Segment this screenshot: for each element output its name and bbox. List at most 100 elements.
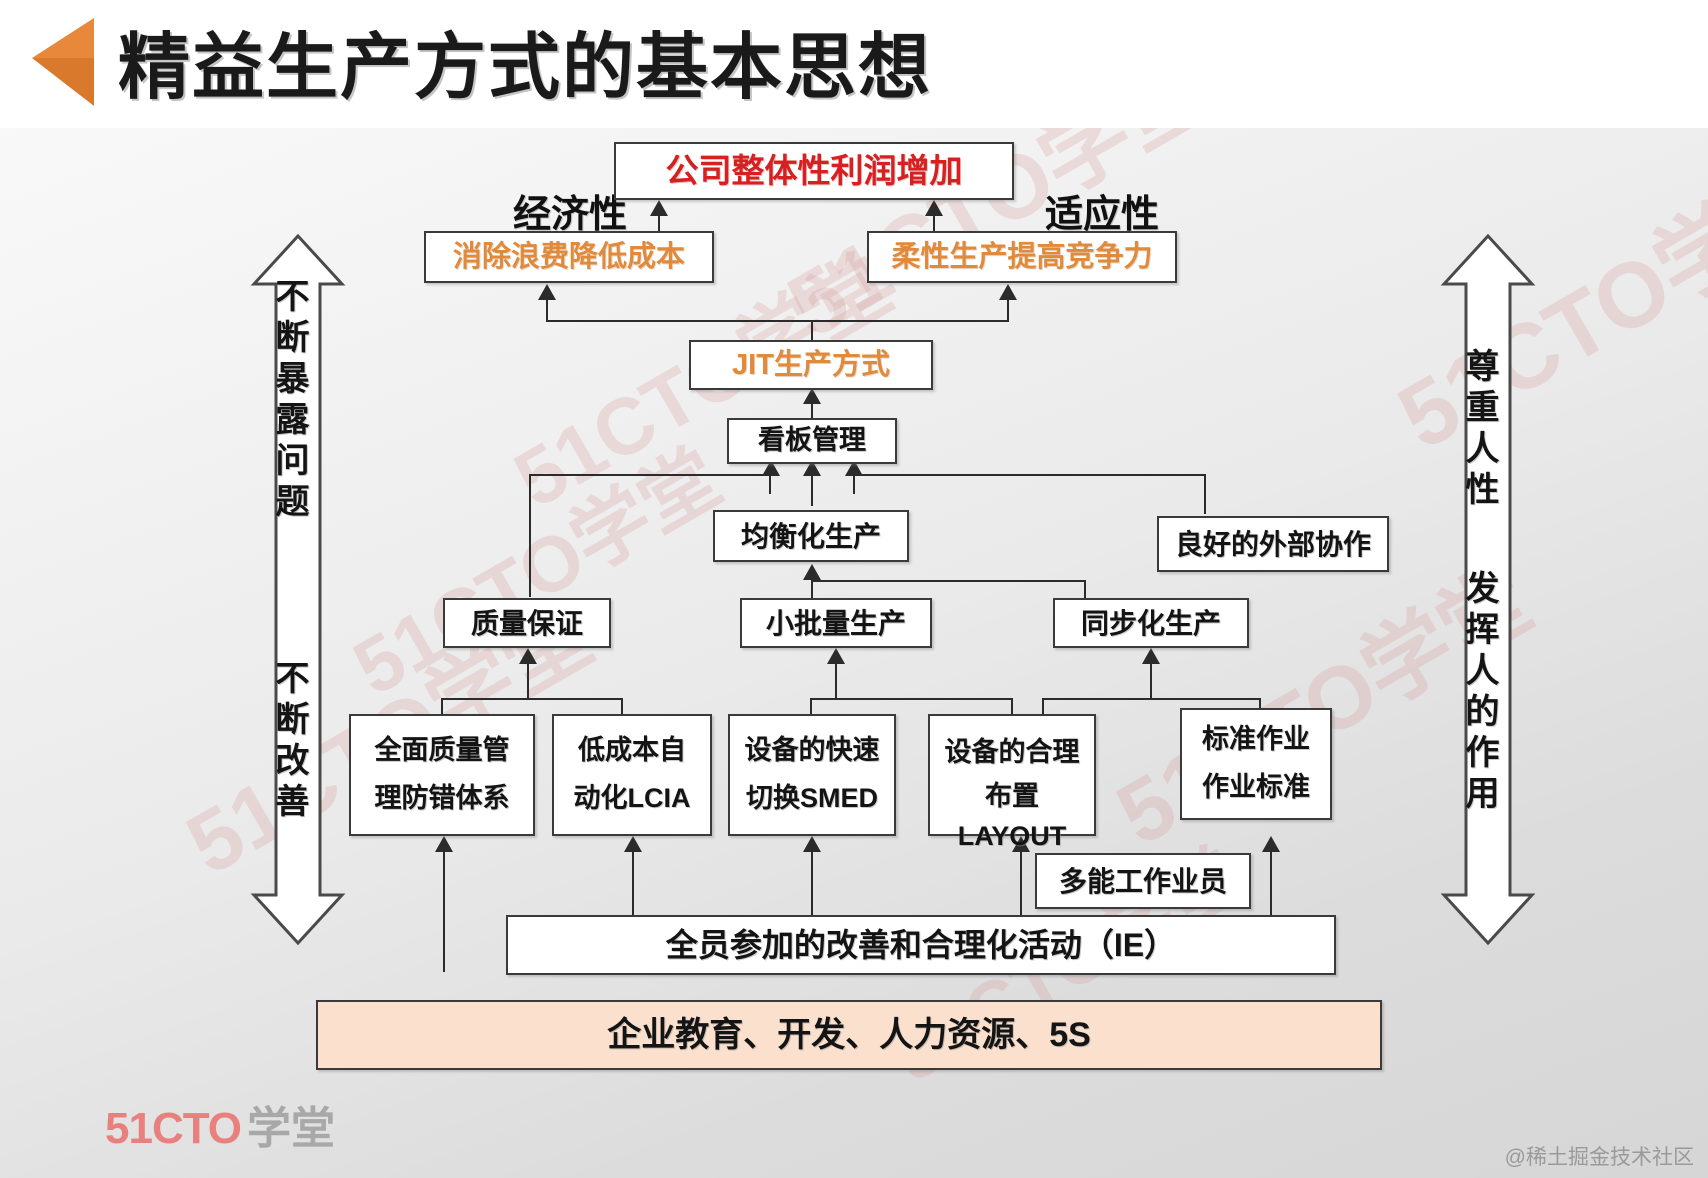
connector — [811, 474, 813, 506]
left-arrow-label-bottom: 不断改善 — [270, 660, 308, 824]
connector — [1259, 698, 1261, 714]
node-lcia[interactable]: 低成本自 动化LCIA — [552, 714, 712, 836]
connector — [811, 322, 813, 342]
connector-arrow — [519, 648, 537, 664]
node-synchronized[interactable]: 同步化生产 — [1053, 598, 1249, 648]
right-arrow-label-top: 尊重人性 — [1460, 348, 1498, 512]
node-tqm-label-line1: 全面质量管 — [374, 735, 510, 766]
brand-logo-word: 学堂 — [247, 1104, 336, 1153]
node-jit[interactable]: JIT生产方式 — [689, 340, 933, 390]
right-arrow-label-bottom: 发挥人的作用 — [1460, 570, 1498, 816]
connector-arrow — [803, 564, 821, 580]
node-small-lot-label: 小批量生产 — [765, 607, 906, 639]
node-std-label-line1: 标准作业 — [1202, 724, 1310, 755]
node-kanban[interactable]: 看板管理 — [727, 418, 897, 464]
node-lcia-label-line2: 动化LCIA — [573, 783, 691, 813]
connector — [811, 580, 813, 602]
node-waste-reduction[interactable]: 消除浪费降低成本 — [424, 231, 714, 283]
connector-arrow — [827, 648, 845, 664]
connector-arrow — [845, 460, 863, 476]
connector-arrow — [624, 836, 642, 852]
connector — [1042, 698, 1261, 700]
connector — [632, 850, 634, 927]
connector — [527, 664, 529, 700]
connector — [1011, 698, 1013, 714]
node-std-label-line2: 作业标准 — [1202, 772, 1310, 802]
watermark: 51CTO学堂 — [1382, 141, 1708, 470]
connector — [1084, 580, 1086, 600]
connector — [811, 850, 813, 927]
node-multiskilled-worker[interactable]: 多能工作业员 — [1035, 853, 1251, 909]
connector-arrow — [803, 460, 821, 476]
connector — [1020, 850, 1022, 927]
node-external-cooperation[interactable]: 良好的外部协作 — [1157, 516, 1389, 572]
node-standard-work[interactable]: 标准作业 作业标准 — [1180, 708, 1332, 820]
node-sync-label: 同步化生产 — [1080, 607, 1221, 639]
connector — [853, 474, 1205, 476]
node-flexible-production[interactable]: 柔性生产提高竞争力 — [867, 231, 1177, 283]
node-ie-activity[interactable]: 全员参加的改善和合理化活动（IE） — [506, 915, 1336, 975]
connector-arrow — [650, 200, 668, 216]
connector-arrow — [1262, 836, 1280, 852]
node-flexible-label: 柔性生产提高竞争力 — [891, 240, 1153, 273]
connector — [621, 698, 623, 714]
node-tqm[interactable]: 全面质量管 理防错体系 — [349, 714, 535, 836]
node-smed-label-line1: 设备的快速 — [744, 735, 880, 766]
left-arrow-label-top: 不断暴露问题 — [270, 278, 308, 524]
connector — [1007, 298, 1009, 322]
connector — [441, 698, 443, 714]
connector-arrow — [538, 284, 556, 300]
label-economy: 经济性 — [513, 194, 628, 236]
connector — [443, 850, 445, 927]
node-layout-label-line1: 设备的合理 — [944, 737, 1080, 768]
node-ie-label: 全员参加的改善和合理化活动（IE） — [665, 927, 1177, 963]
connector — [1042, 698, 1044, 714]
node-quality-assurance[interactable]: 质量保证 — [443, 598, 611, 648]
node-waste-label: 消除浪费降低成本 — [452, 240, 685, 273]
node-tqm-label-line2: 理防错体系 — [374, 783, 510, 813]
right-respect-arrow — [1440, 232, 1536, 947]
node-smed[interactable]: 设备的快速 切换SMED — [728, 714, 896, 836]
watermark: 51CTO学堂 — [339, 432, 735, 712]
connector — [529, 474, 531, 597]
connector — [441, 698, 623, 700]
connector-arrow — [762, 460, 780, 476]
node-foundation[interactable]: 企业教育、开发、人力资源、5S — [316, 1000, 1382, 1070]
node-leveling-label: 均衡化生产 — [740, 520, 881, 552]
node-profit[interactable]: 公司整体性利润增加 — [614, 142, 1014, 200]
node-jit-label: JIT生产方式 — [732, 348, 890, 381]
node-quality-label: 质量保证 — [470, 607, 583, 639]
node-small-lot[interactable]: 小批量生产 — [740, 598, 932, 648]
connector-arrow — [999, 284, 1017, 300]
connector — [529, 474, 771, 476]
connector — [546, 298, 548, 322]
slide-header: 精益生产方式的基本思想 — [0, 0, 1708, 128]
node-leveling[interactable]: 均衡化生产 — [713, 510, 909, 562]
connector-arrow — [925, 200, 943, 216]
connector — [443, 927, 445, 972]
connector-arrow — [803, 388, 821, 404]
connector — [810, 698, 812, 714]
credit-watermark: @稀土掘金技术社区 — [1504, 1146, 1694, 1169]
left-improvement-arrow — [250, 232, 346, 947]
node-layout[interactable]: 设备的合理 布置 LAYOUT — [928, 714, 1096, 851]
connector-arrow — [1142, 648, 1160, 664]
node-multiskill-label: 多能工作业员 — [1058, 865, 1227, 897]
connector-arrow — [435, 836, 453, 852]
connector — [835, 664, 837, 700]
connector — [1204, 474, 1206, 514]
connector — [810, 698, 1012, 700]
node-smed-label-line2: 切换SMED — [745, 783, 878, 813]
connector-arrow — [803, 836, 821, 852]
label-adaptability: 适应性 — [1045, 194, 1160, 236]
connector — [811, 580, 1085, 582]
node-layout-label-line3: LAYOUT — [957, 821, 1067, 851]
node-external-label: 良好的外部协作 — [1174, 528, 1371, 560]
connector — [853, 474, 855, 494]
connector — [1150, 664, 1152, 700]
node-kanban-label: 看板管理 — [758, 425, 866, 456]
node-profit-label: 公司整体性利润增加 — [665, 152, 963, 190]
node-layout-label-line2: 布置 — [985, 781, 1039, 811]
